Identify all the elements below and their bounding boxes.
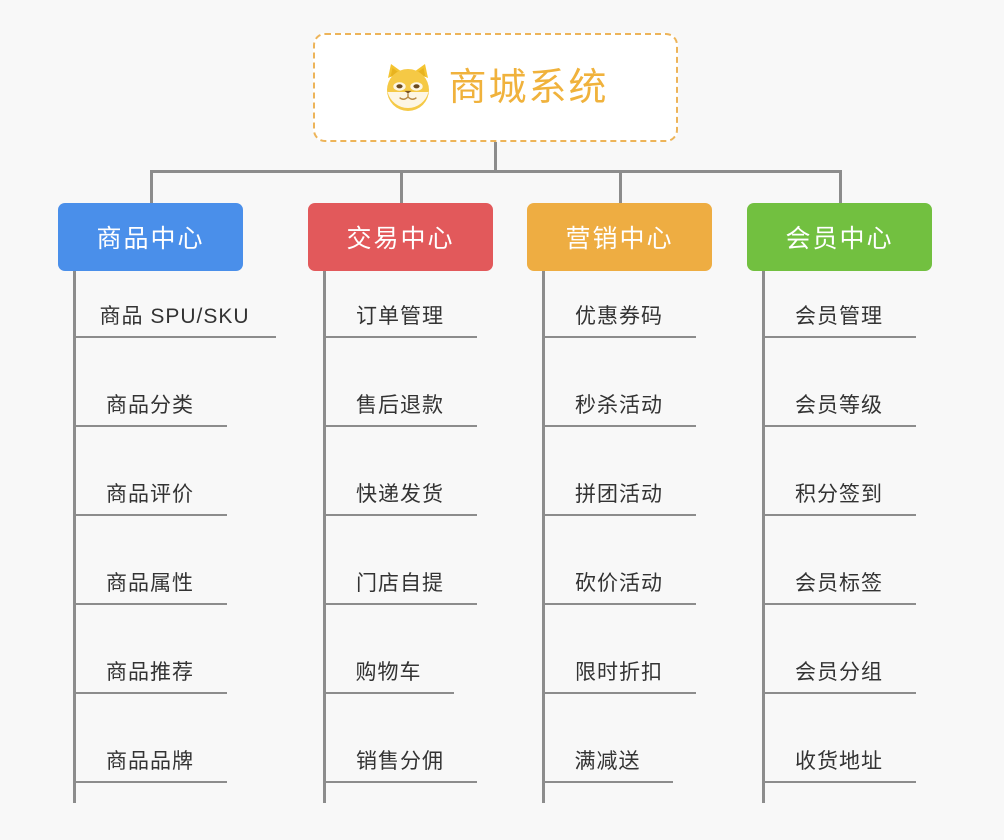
category-header-marketing-center[interactable]: 营销中心 xyxy=(527,203,712,271)
leaf-label: 优惠券码 xyxy=(575,305,663,328)
leaf-item[interactable]: 商品 SPU/SKU xyxy=(73,249,276,338)
connector-drop-member xyxy=(839,170,842,205)
leaf-item[interactable]: 商品分类 xyxy=(73,338,227,427)
shiba-inu-dog-icon xyxy=(382,62,434,114)
category-header-member-center[interactable]: 会员中心 xyxy=(747,203,932,271)
leaf-item[interactable]: 门店自提 xyxy=(323,516,477,605)
connector-horizontal-bus xyxy=(150,170,842,173)
leaf-label: 销售分佣 xyxy=(356,750,444,773)
leaf-item[interactable]: 商品品牌 xyxy=(73,694,227,783)
leaf-label: 拼团活动 xyxy=(575,483,663,506)
leaf-label: 砍价活动 xyxy=(575,572,663,595)
category-title: 会员中心 xyxy=(785,225,894,253)
leaf-item[interactable]: 砍价活动 xyxy=(542,516,696,605)
trunk-line-product-center xyxy=(73,271,76,803)
leaf-item[interactable]: 会员分组 xyxy=(762,605,916,694)
category-title: 营销中心 xyxy=(565,225,674,253)
leaf-label: 商品属性 xyxy=(106,572,194,595)
leaf-label: 订单管理 xyxy=(356,305,444,328)
leaf-item[interactable]: 拼团活动 xyxy=(542,427,696,516)
leaf-item[interactable]: 积分签到 xyxy=(762,427,916,516)
leaf-item[interactable]: 商品属性 xyxy=(73,516,227,605)
root-title: 商城系统 xyxy=(448,66,609,109)
leaf-item[interactable]: 秒杀活动 xyxy=(542,338,696,427)
leaf-label: 收货地址 xyxy=(795,750,883,773)
trunk-line-trade-center xyxy=(323,271,326,803)
leaf-item[interactable]: 限时折扣 xyxy=(542,605,696,694)
leaf-item[interactable]: 满减送 xyxy=(542,694,673,783)
leaf-item[interactable]: 会员标签 xyxy=(762,516,916,605)
connector-root-stem xyxy=(494,142,497,172)
leaf-item[interactable]: 订单管理 xyxy=(323,249,477,338)
category-header-trade-center[interactable]: 交易中心 xyxy=(308,203,493,271)
leaf-item[interactable]: 售后退款 xyxy=(323,338,477,427)
leaf-label: 售后退款 xyxy=(356,394,444,417)
leaf-item[interactable]: 商品评价 xyxy=(73,427,227,516)
trunk-line-member-center xyxy=(762,271,765,803)
leaf-item[interactable]: 快递发货 xyxy=(323,427,477,516)
leaf-label: 会员标签 xyxy=(795,572,883,595)
category-title: 商品中心 xyxy=(96,225,205,253)
leaf-item[interactable]: 优惠券码 xyxy=(542,249,696,338)
leaf-label: 快递发货 xyxy=(356,483,444,506)
leaf-label: 商品评价 xyxy=(106,483,194,506)
leaf-item[interactable]: 销售分佣 xyxy=(323,694,477,783)
leaf-label: 会员管理 xyxy=(795,305,883,328)
leaf-label: 门店自提 xyxy=(356,572,444,595)
category-title: 交易中心 xyxy=(346,225,455,253)
connector-drop-trade xyxy=(400,170,403,205)
leaf-label: 购物车 xyxy=(355,661,422,684)
leaf-label: 商品品牌 xyxy=(106,750,194,773)
leaf-label: 商品分类 xyxy=(106,394,194,417)
leaf-label: 会员分组 xyxy=(795,661,883,684)
leaf-item[interactable]: 商品推荐 xyxy=(73,605,227,694)
leaf-item[interactable]: 会员等级 xyxy=(762,338,916,427)
leaf-label: 商品 SPU/SKU xyxy=(99,305,250,328)
leaf-label: 满减送 xyxy=(574,750,641,773)
leaf-item[interactable]: 购物车 xyxy=(323,605,454,694)
leaf-label: 会员等级 xyxy=(795,394,883,417)
root-node[interactable]: 商城系统 xyxy=(313,33,678,142)
category-header-product-center[interactable]: 商品中心 xyxy=(58,203,243,271)
connector-drop-marketing xyxy=(619,170,622,205)
leaf-label: 积分签到 xyxy=(795,483,883,506)
trunk-line-marketing-center xyxy=(542,271,545,803)
leaf-label: 限时折扣 xyxy=(575,661,663,684)
leaf-label: 商品推荐 xyxy=(106,661,194,684)
leaf-label: 秒杀活动 xyxy=(575,394,663,417)
leaf-item[interactable]: 会员管理 xyxy=(762,249,916,338)
connector-drop-product xyxy=(150,170,153,205)
leaf-item[interactable]: 收货地址 xyxy=(762,694,916,783)
